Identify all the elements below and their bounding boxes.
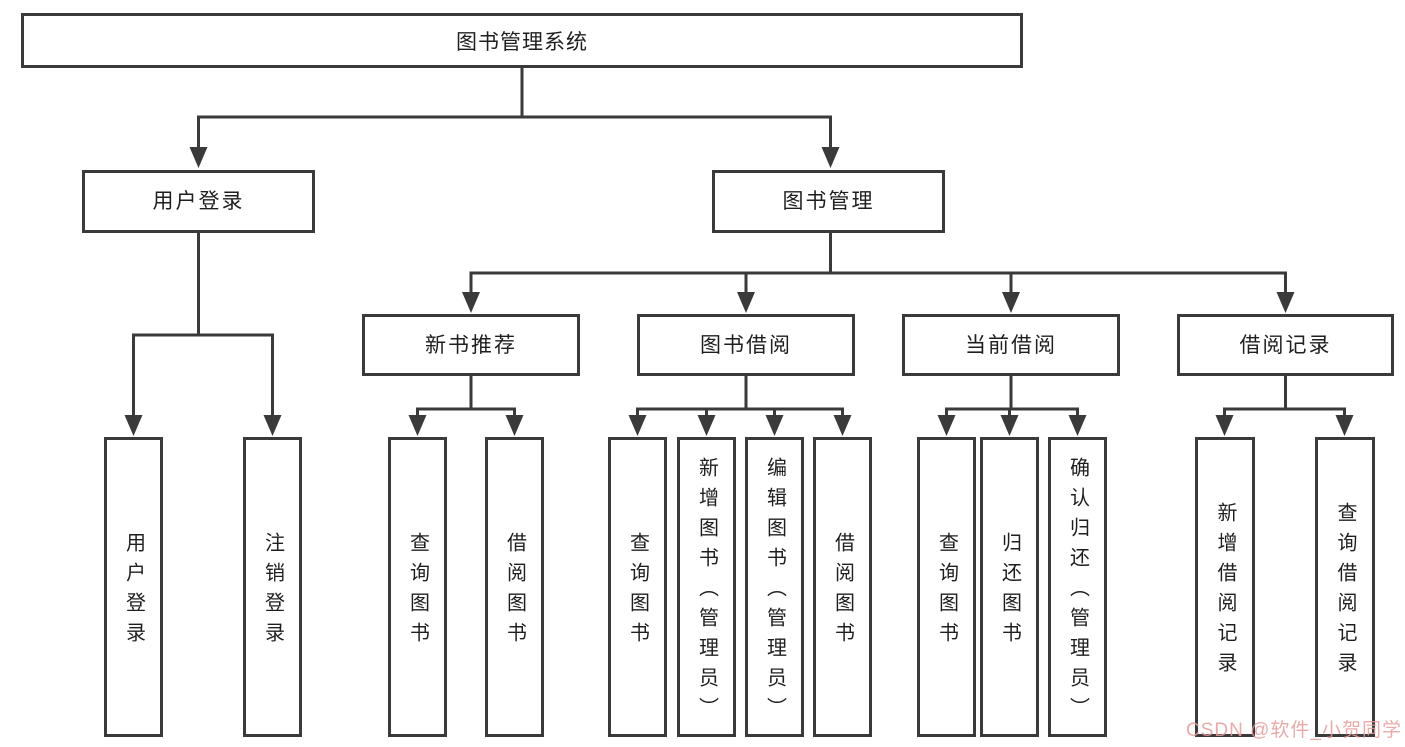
- arrowhead-icons: [124, 147, 1354, 436]
- leaf-label: 用户登录: [122, 532, 145, 652]
- node-current-borrow: 当前借阅: [902, 314, 1120, 376]
- leaf-label: 查询图书: [626, 532, 649, 652]
- node-label: 新书推荐: [425, 333, 517, 357]
- leaf-edit-book-admin: 编辑图书（管理员）: [745, 437, 804, 737]
- leaf-query-books-current: 查询图书: [917, 437, 976, 737]
- leaf-query-books-borrow: 查询图书: [608, 437, 667, 737]
- leaf-label: 查询图书: [406, 532, 429, 652]
- leaf-borrow-books: 借阅图书: [813, 437, 872, 737]
- node-new-book-recommend: 新书推荐: [362, 314, 580, 376]
- node-label: 用户登录: [152, 190, 245, 213]
- node-book-borrow: 图书借阅: [637, 314, 855, 376]
- leaf-return-books: 归还图书: [980, 437, 1039, 737]
- leaf-logout-login: 注销登录: [243, 437, 302, 737]
- leaf-label: 注销登录: [261, 532, 284, 652]
- leaf-add-book-admin: 新增图书（管理员）: [677, 437, 736, 737]
- node-borrow-record: 借阅记录: [1177, 314, 1394, 376]
- node-library-management-system: 图书管理系统: [21, 13, 1023, 68]
- leaf-label: 新增借阅记录: [1214, 502, 1236, 682]
- node-label: 借阅记录: [1239, 333, 1332, 357]
- leaf-borrow-books-recommend: 借阅图书: [485, 437, 544, 737]
- leaf-user-login: 用户登录: [104, 437, 163, 737]
- leaf-query-borrow-record: 查询借阅记录: [1315, 437, 1375, 737]
- leaf-label: 编辑图书（管理员）: [763, 457, 786, 727]
- node-label: 图书管理系统: [456, 30, 588, 54]
- leaf-label: 查询借阅记录: [1334, 502, 1356, 682]
- leaf-label: 新增图书（管理员）: [695, 457, 718, 727]
- node-label: 当前借阅: [965, 333, 1057, 357]
- node-label: 图书管理: [782, 190, 875, 213]
- leaf-query-books-recommend: 查询图书: [388, 437, 447, 737]
- watermark: CSDN @软件_小贺同学: [1186, 720, 1402, 741]
- leaf-label: 确认归还（管理员）: [1066, 457, 1089, 727]
- node-user-login: 用户登录: [82, 170, 315, 233]
- leaf-label: 借阅图书: [831, 532, 854, 652]
- leaf-label: 归还图书: [998, 532, 1021, 652]
- node-label: 图书借阅: [700, 333, 792, 357]
- leaf-confirm-return-admin: 确认归还（管理员）: [1048, 437, 1107, 737]
- leaf-label: 查询图书: [935, 532, 958, 652]
- leaf-label: 借阅图书: [503, 532, 526, 652]
- node-book-management: 图书管理: [712, 170, 945, 233]
- leaf-add-borrow-record: 新增借阅记录: [1195, 437, 1255, 737]
